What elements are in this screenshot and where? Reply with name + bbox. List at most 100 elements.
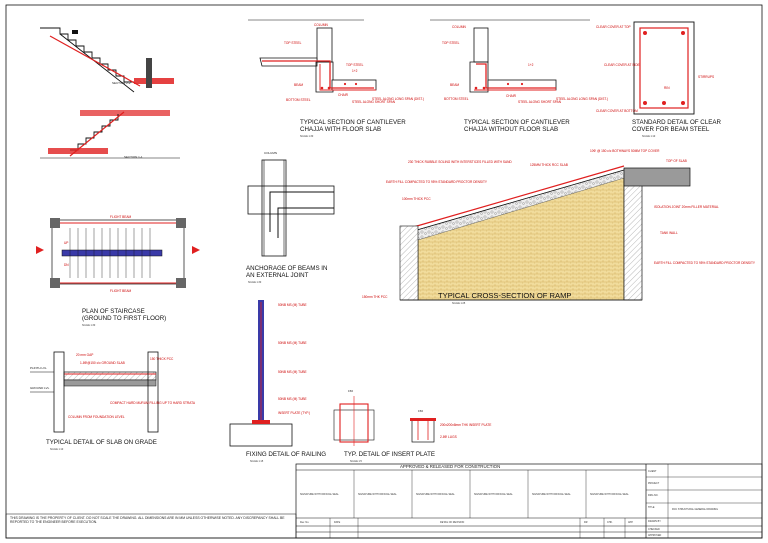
sign-label: SIGNATURE WITH OFFICIAL SEAL [474, 493, 513, 496]
label: 150 [418, 409, 423, 413]
label: FLIGHT BEAM [110, 215, 132, 219]
drawing-note: THIS DRAWING IS THE PROPERTY OF CLIENT. … [10, 516, 285, 524]
label: 50NB MS (M) TUBE [278, 397, 307, 401]
label: STIRRUPS [698, 75, 714, 79]
revision-header: Rev. No. [300, 521, 309, 524]
right-label: DRAWN BY [648, 520, 661, 523]
title: TYP. DETAIL OF INSERT PLATE [344, 451, 435, 458]
section-1-1-title: SECTION 1-1 [124, 155, 143, 159]
label: CLEAR COVER AT BOTTOM [596, 109, 638, 113]
cantilever-with-slab-detail: TOP STEEL COLUMN TOP STEEL 1+2 BEAM CHAI… [248, 19, 424, 138]
title: FIXING DETAIL OF RAILING [246, 451, 326, 458]
title: TYPICAL CROSS-SECTION OF RAMP [438, 291, 571, 300]
clear-cover-detail: CLEAR COVER AT TOP CLEAR COVER AT SIDE C… [596, 21, 721, 138]
label: 125MM THICK RCC SLAB [530, 163, 568, 167]
label: CLEAR COVER AT TOP [596, 25, 631, 29]
label: CHAIR [506, 94, 517, 98]
title-block: APPROVED & RELEASED FOR CONSTRUCTION SIG… [5, 463, 763, 539]
title: CHAJJA WITHOUT FLOOR SLAB [464, 126, 558, 133]
scale: SCALE 1:30 [82, 324, 96, 327]
scale: SCALE 1:15 [250, 460, 264, 463]
label: COLUMN [314, 23, 329, 27]
label: DN [64, 263, 69, 267]
scale: SCALE 1:30 [248, 281, 262, 284]
title: STANDARD DETAIL OF CLEAR [632, 119, 721, 126]
title: CHAJJA WITH FLOOR SLAB [300, 126, 381, 133]
right-label: CHECKED [648, 528, 660, 531]
title: PLAN OF STAIRCASE [82, 308, 145, 315]
label: COLUMN [452, 25, 467, 29]
right-label: APPROVED [648, 534, 662, 537]
sign-label: SIGNATURE WITH OFFICIAL SEAL [300, 493, 339, 496]
label: RIN [664, 86, 670, 90]
right-label: TITLE [648, 506, 655, 509]
label: BOTTOM STEEL [444, 97, 469, 101]
label: 1-8Φ@150 c/c GROUND SLAB [80, 361, 125, 365]
label: 2-8Φ LUGS [440, 435, 457, 439]
scale: SCALE 1:5 [350, 460, 362, 463]
sign-label: SIGNATURE WITH OFFICIAL SEAL [532, 493, 571, 496]
railing-detail: 50NB MS (M) TUBE 50NB MS (M) TUBE 50NB M… [229, 300, 326, 463]
label: STEEL ALONG SHORT SPAN [352, 100, 396, 104]
title: TYPICAL SECTION OF CANTILEVER [464, 119, 570, 126]
title: AN EXTERNAL JOINT [246, 272, 309, 279]
label: 1+2 [528, 63, 534, 67]
revision-header: CHK. [607, 521, 613, 524]
cantilever-without-slab-detail: COLUMN TOP STEEL 1+2 BEAM CHAIR BOTTOM S… [430, 19, 608, 133]
label: 20 mm GAP [76, 353, 93, 357]
label: PLINTH LVL [30, 366, 47, 370]
stair-sections: SECTION 2-2 SECTION 1-1 [40, 27, 180, 159]
label: 1+2 [352, 69, 358, 73]
right-label: DRG.NO. [648, 494, 659, 497]
label: BOTTOM STEEL [286, 98, 311, 102]
staircase-plan: FLIGHT BEAM FLIGHT BEAM UP DN PLAN OF ST… [36, 215, 200, 327]
label: 50NB MS (M) TUBE [278, 341, 307, 345]
sign-label: SIGNATURE WITH OFFICIAL SEAL [590, 493, 629, 496]
scale: SCALE 1:10 [642, 135, 656, 138]
label: EARTH FILL COMPACTED TO 95% STANDARD PRO… [654, 261, 756, 265]
title: TYPICAL DETAIL OF SLAB ON GRADE [46, 439, 157, 446]
label: 230 THICK RUBBLE SOLING WITH INTERSTICES… [408, 160, 512, 164]
approval-heading: APPROVED & RELEASED FOR CONSTRUCTION [400, 464, 500, 469]
label: COLUMN FROM FOUNDATION LEVEL [68, 415, 125, 419]
title: ANCHORAGE OF BEAMS IN [246, 265, 327, 272]
section-2-2-title: SECTION 2-2 [112, 81, 131, 85]
ramp-section: 230 THICK RUBBLE SOLING WITH INTERSTICES… [362, 149, 756, 305]
right-label: PROJECT [648, 482, 660, 485]
label: 50NB MS (M) TUBE [278, 370, 307, 374]
drawing-title: RCC STRUCTURAL GENERAL DRAWING [672, 508, 718, 511]
label: STEEL ALONG LONG SPAN (DIST.) [556, 97, 608, 101]
label: COLUMN [264, 151, 277, 155]
right-label: CLIENT [648, 470, 657, 473]
title: COVER FOR BEAM STEEL [632, 126, 710, 133]
slab-on-grade-detail: 20 mm GAP 150 THICK PCC 1-8Φ@150 c/c GRO… [30, 351, 196, 451]
label: 10Φ @ 150 c/c BOTHWAYS 50MM TOP COVER [590, 149, 660, 153]
insert-plate-detail: 150 150 200x200x8mm THK INSERT PLATE 2-8… [333, 389, 491, 463]
label: CLEAR COVER AT SIDE [604, 63, 640, 67]
label: UP [64, 241, 68, 245]
label: TOP STEEL [284, 41, 302, 45]
title: (GROUND TO FIRST FLOOR) [82, 315, 166, 322]
label: BEAM [450, 83, 459, 87]
sign-label: SIGNATURE WITH OFFICIAL SEAL [358, 493, 397, 496]
anchorage-detail: COLUMN ANCHORAGE OF BEAMS IN AN EXTERNAL… [246, 151, 335, 284]
label: 150mm THK PCC [362, 295, 388, 299]
label: TANK WALL [660, 231, 678, 235]
label: TOP OF SLAB [666, 159, 687, 163]
label: 150 [348, 389, 353, 393]
label: CHAIR [338, 93, 349, 97]
label: BEAM [294, 83, 303, 87]
label: COMPACT HARD MURUM FILLING UP TO HARD ST… [110, 401, 196, 405]
sign-label: SIGNATURE WITH OFFICIAL SEAL [416, 493, 455, 496]
label: STEEL ALONG LONG SPAN (DIST.) [372, 97, 424, 101]
label: 100mm THICK PCC [402, 197, 431, 201]
label: TOP STEEL [442, 41, 460, 45]
label: ISOLATION JOINT 20mm FILLER MATERIAL [654, 205, 719, 209]
label: 200x200x8mm THK INSERT PLATE [440, 423, 491, 427]
scale: SCALE 1:25 [452, 302, 466, 305]
label: EARTH FILL COMPACTED TO 95% STANDARD PRO… [386, 180, 488, 184]
label: INSERT PLATE (TYP.) [278, 411, 310, 415]
label: 50NB MS (M) TUBE [278, 303, 307, 307]
scale: SCALE 1:10 [50, 448, 64, 451]
